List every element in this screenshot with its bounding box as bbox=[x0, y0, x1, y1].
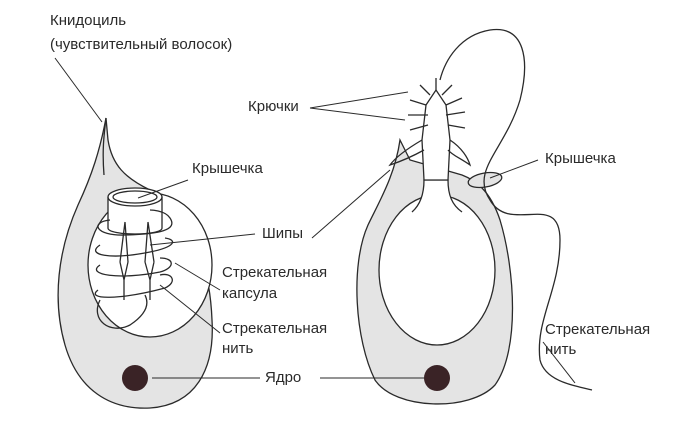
label-thread-right-line2: нить bbox=[545, 341, 577, 358]
label-cnidocil: Книдоциль bbox=[50, 12, 127, 29]
right-hooks bbox=[388, 78, 472, 167]
label-cnidocil-note: (чувствительный волосок) bbox=[50, 36, 233, 53]
label-capsule-line2: капсула bbox=[222, 285, 278, 302]
label-thread-left-line1: Стрекательная bbox=[222, 320, 328, 337]
cnidocil bbox=[102, 117, 107, 176]
label-thread-right-line1: Стрекательная bbox=[545, 321, 651, 338]
label-hooks: Крючки bbox=[248, 98, 299, 115]
label-thread-left-line2: нить bbox=[222, 340, 254, 357]
right-capsule bbox=[378, 194, 496, 346]
left-coiled-thread bbox=[94, 209, 174, 329]
right-nucleus bbox=[424, 365, 450, 391]
leader-lines bbox=[54, 57, 576, 384]
right-thread bbox=[439, 28, 593, 391]
label-lid-right: Крышечка bbox=[545, 150, 616, 167]
right-tube bbox=[421, 88, 451, 181]
label-capsule-line1: Стрекательная bbox=[222, 264, 328, 281]
left-nucleus bbox=[122, 365, 148, 391]
label-nucleus: Ядро bbox=[265, 369, 302, 386]
label-lid-left: Крышечка bbox=[192, 160, 263, 177]
left-spines bbox=[119, 221, 155, 300]
label-spines: Шипы bbox=[262, 225, 304, 242]
